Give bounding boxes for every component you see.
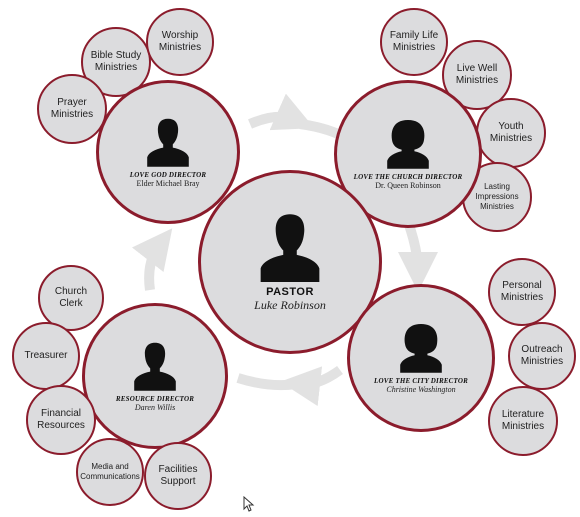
director-role: LOVE THE CHURCH DIRECTOR bbox=[353, 172, 463, 181]
pastor-name: Luke Robinson bbox=[254, 297, 326, 312]
ministry-label: Literature Ministries bbox=[501, 408, 545, 433]
ministry-label: Youth Ministries bbox=[489, 120, 533, 145]
ministry-prayer: Prayer Ministries bbox=[37, 74, 107, 144]
ministry-media-communications: Media and Communications bbox=[76, 438, 144, 506]
ministry-label: Prayer Ministries bbox=[50, 96, 94, 121]
person-male-icon bbox=[147, 118, 189, 167]
person-female-icon bbox=[387, 119, 429, 169]
ministry-treasurer: Treasurer bbox=[12, 322, 80, 390]
ministry-label: Financial Resources bbox=[37, 407, 85, 432]
person-male-icon bbox=[134, 342, 176, 391]
director-role: LOVE THE CITY DIRECTOR bbox=[373, 376, 469, 385]
ministry-label: Lasting Impressions Ministries bbox=[475, 182, 519, 211]
director-name: Daren Willis bbox=[134, 402, 176, 412]
ministry-label: Personal Ministries bbox=[500, 279, 544, 304]
ministry-personal: Personal Ministries bbox=[488, 258, 556, 326]
mouse-cursor-icon bbox=[243, 496, 255, 512]
ministry-label: Live Well Ministries bbox=[455, 62, 499, 87]
ministry-label: Church Clerk bbox=[54, 285, 88, 310]
director-name: Dr. Queen Robinson bbox=[375, 180, 441, 190]
ministry-worship: Worship Ministries bbox=[146, 8, 214, 76]
director-role: LOVE GOD DIRECTOR bbox=[129, 170, 207, 179]
person-female-icon bbox=[400, 323, 442, 373]
ministry-label: Family Life Ministries bbox=[389, 29, 439, 54]
arrow-bottom bbox=[280, 365, 343, 407]
arrow-top bbox=[248, 93, 315, 131]
ministry-literature: Literature Ministries bbox=[488, 386, 558, 456]
ministry-label: Facilities Support bbox=[158, 463, 198, 488]
ministry-label: Worship Ministries bbox=[158, 29, 202, 54]
love-city-director: LOVE THE CITY DIRECTOR Christine Washing… bbox=[347, 284, 495, 432]
director-role: RESOURCE DIRECTOR bbox=[115, 394, 195, 403]
pastor-title: PASTOR bbox=[266, 285, 314, 298]
ministry-label: Outreach Ministries bbox=[520, 343, 564, 368]
ministry-youth: Youth Ministries bbox=[476, 98, 546, 168]
director-name: Christine Washington bbox=[386, 384, 456, 394]
person-male-icon bbox=[260, 213, 320, 282]
ministry-family-life: Family Life Ministries bbox=[380, 8, 448, 76]
ministry-label: Bible Study Ministries bbox=[90, 49, 142, 74]
director-name: Elder Michael Bray bbox=[136, 178, 200, 188]
love-god-director: LOVE GOD DIRECTOR Elder Michael Bray bbox=[96, 80, 240, 224]
ministry-label: Treasurer bbox=[24, 349, 68, 361]
pastor: PASTOR Luke Robinson bbox=[198, 170, 382, 354]
ministry-church-clerk: Church Clerk bbox=[38, 265, 104, 331]
arrow-left bbox=[131, 228, 173, 291]
ministry-facilities-support: Facilities Support bbox=[144, 442, 212, 510]
ministry-financial-resources: Financial Resources bbox=[26, 385, 96, 455]
arrow-right bbox=[397, 220, 438, 292]
ministry-outreach: Outreach Ministries bbox=[508, 322, 576, 390]
arrow-bottom-left bbox=[236, 373, 297, 391]
ministry-label: Media and Communications bbox=[80, 462, 140, 481]
resource-director: RESOURCE DIRECTOR Daren Willis bbox=[82, 303, 228, 449]
